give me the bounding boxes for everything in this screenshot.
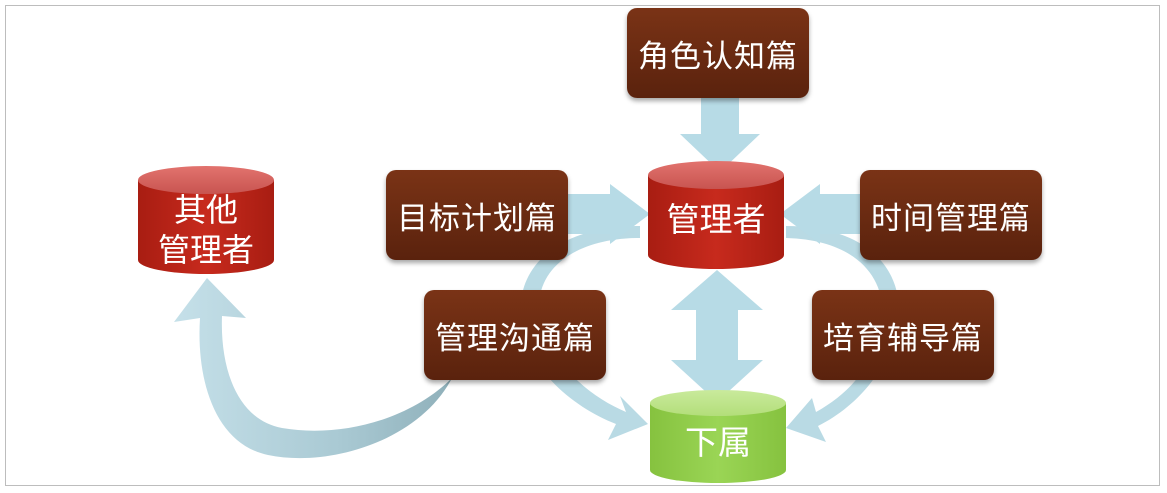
node-goal-planning: 目标计划篇 [386,170,568,260]
node-management-communication: 管理沟通篇 [424,290,606,380]
label-others-line1: 其他 [173,191,238,229]
label-manager: 管理者 [666,200,766,239]
curve-arrow-right [786,226,899,442]
arrow-role-to-manager [680,98,760,172]
arrow-goal-to-manager [568,184,650,244]
diagram-frame [5,5,1160,486]
label-others: 其他 管理者 [138,188,274,272]
curve-arrow-to-others [174,278,452,459]
others-cylinder [138,166,274,274]
arrow-manager-subordinate [671,270,763,402]
arrow-time-to-manager [780,184,860,244]
node-coaching: 培育辅导篇 [812,290,994,380]
manager-cylinder [648,161,784,269]
label-others-line2: 管理者 [157,231,254,269]
label-subordinate: 下属 [685,423,751,462]
curve-arrow-left [520,226,648,440]
node-role-awareness: 角色认知篇 [627,8,809,98]
node-time-management: 时间管理篇 [860,170,1042,260]
subordinate-cylinder [650,390,786,483]
